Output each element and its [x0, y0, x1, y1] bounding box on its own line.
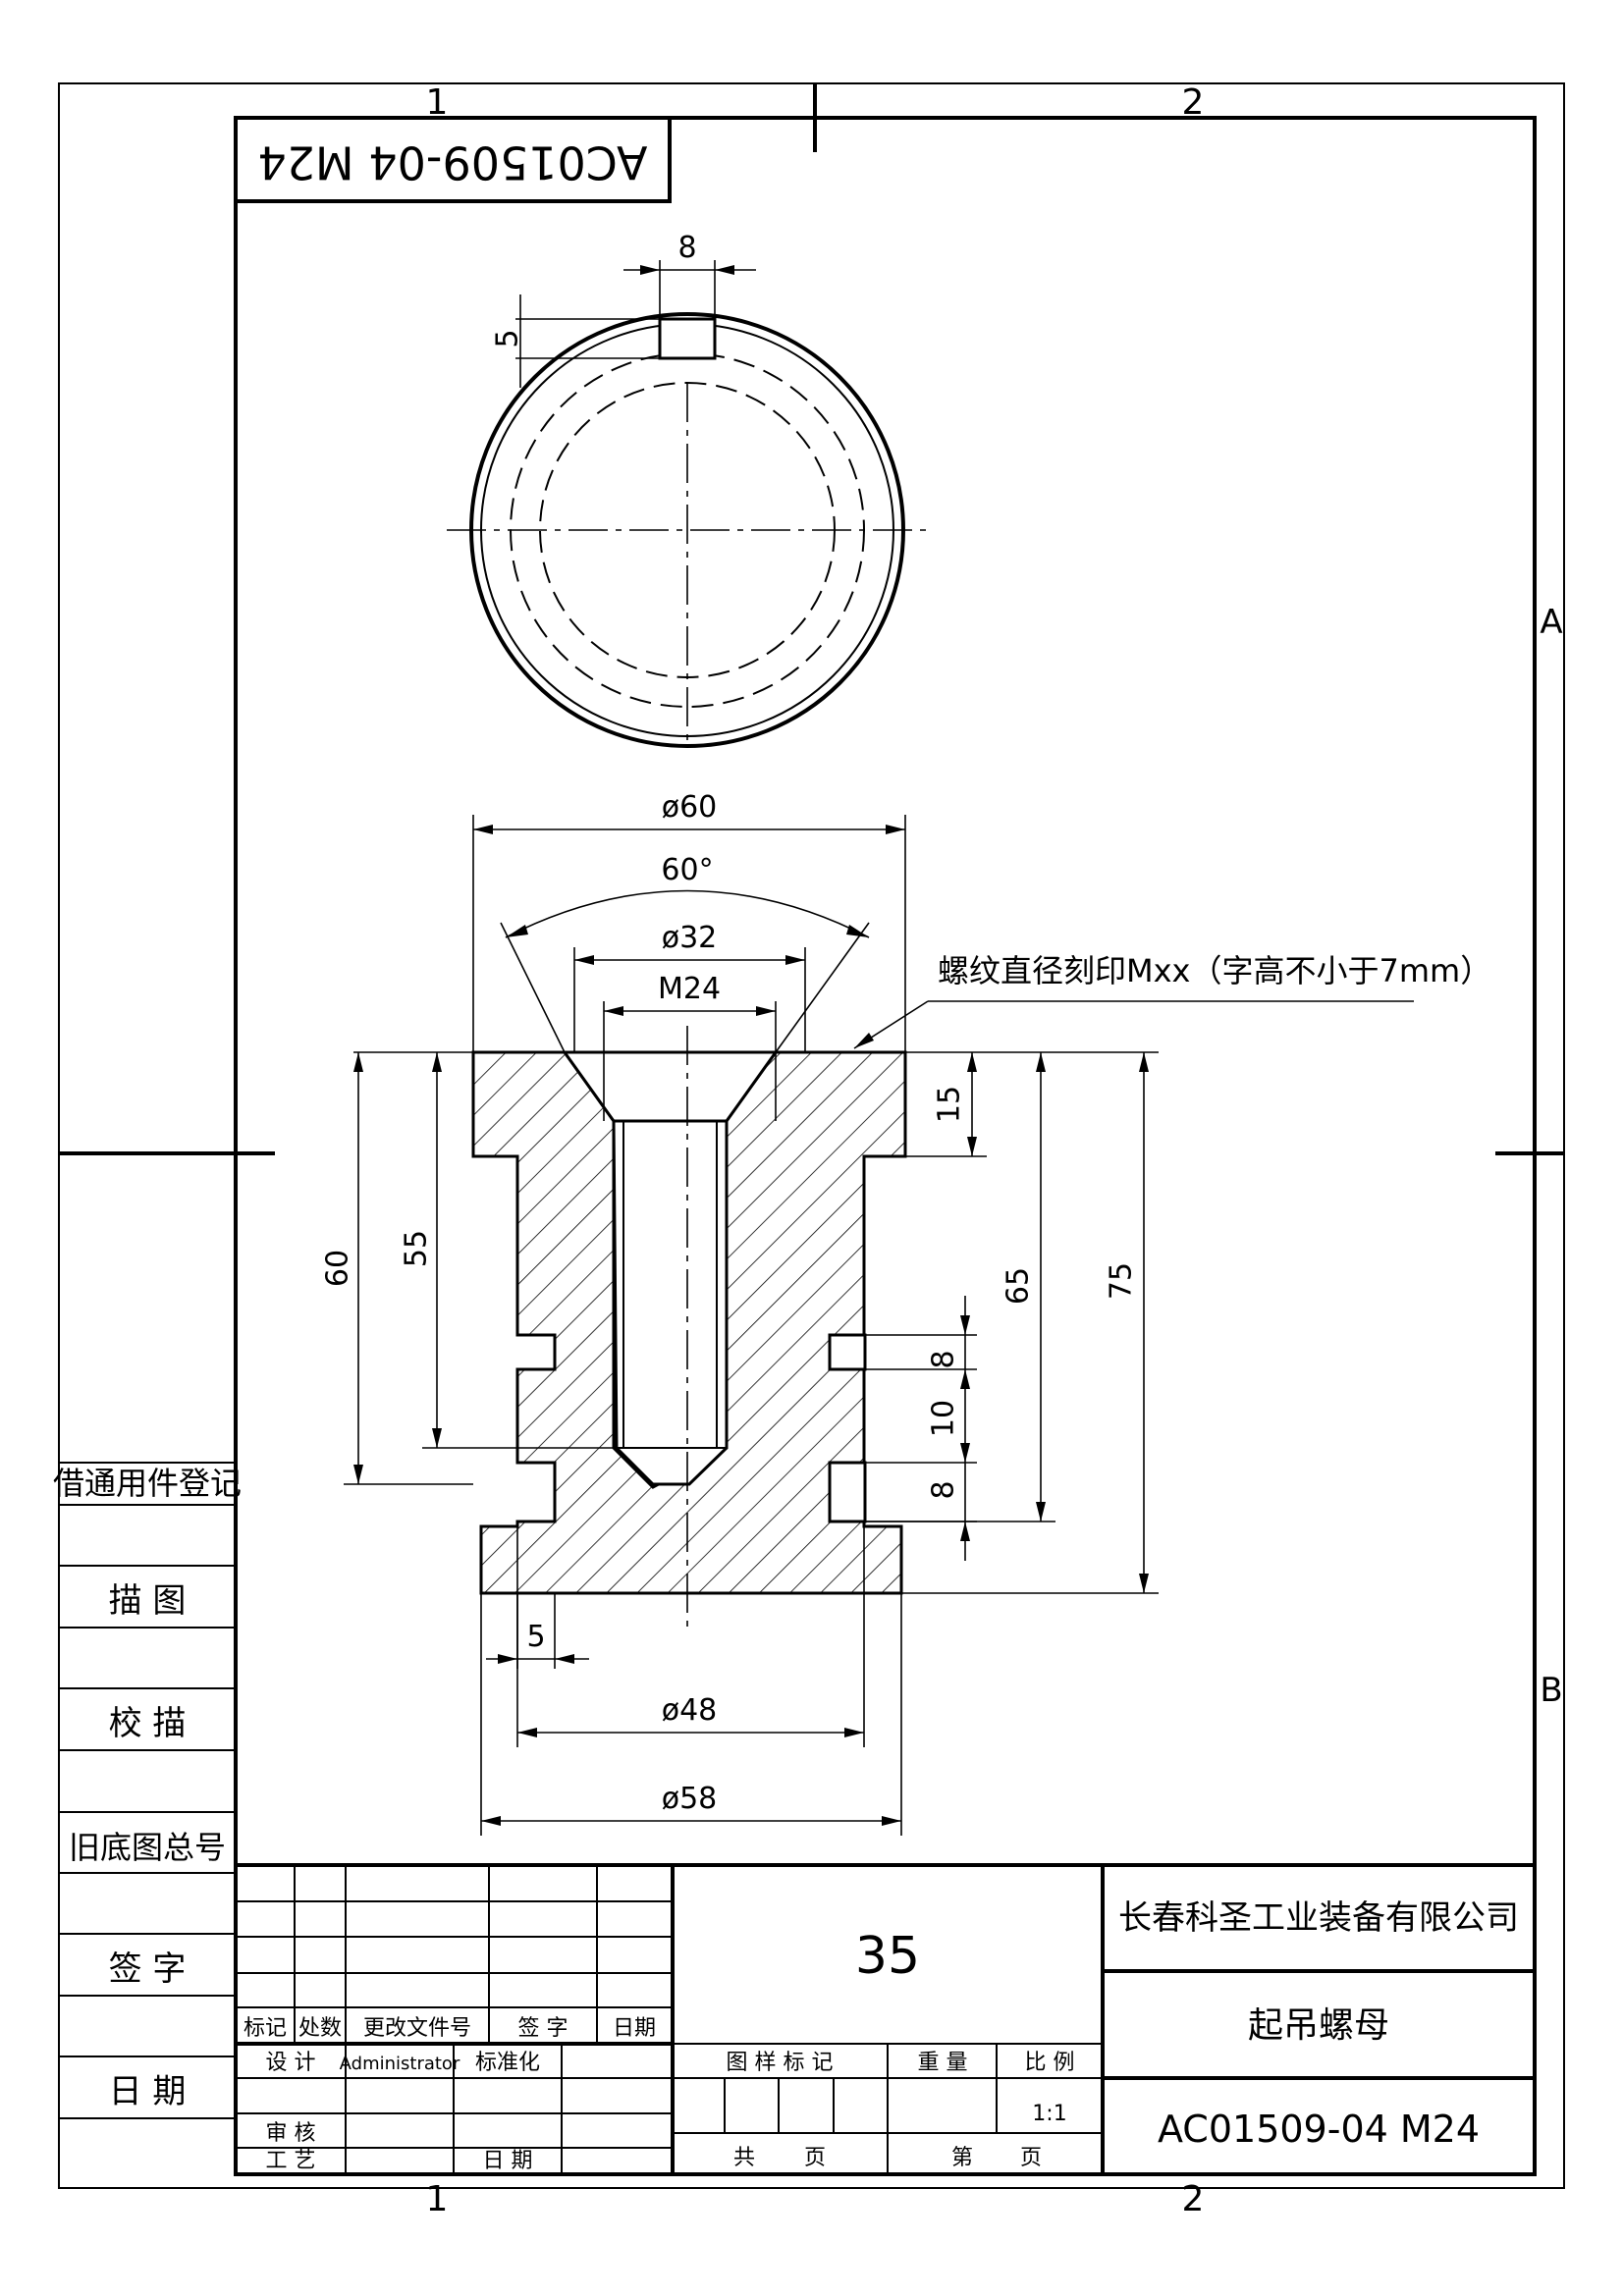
dim-base-dia: ø58 [662, 1782, 718, 1816]
sheet-page-label: 页 [1020, 2146, 1042, 2170]
section-view: ø60 60° ø32 M24 螺纹直径刻印Mxx（字高不小于7mm） 60 [321, 790, 1491, 1836]
dim-angle: 60° [661, 853, 713, 887]
rev-header-mark: 标记 [243, 2016, 287, 2041]
company-name: 长春科圣工业装备有限公司 [1118, 1898, 1519, 1938]
title-block: 标记 处数 更改文件号 签 字 日期 设 计 Administrator 标准化… [236, 1863, 1535, 2174]
side-label-date: 日 期 [109, 2072, 187, 2111]
sheet-frame [58, 82, 1565, 2189]
sheet-label: 第 [951, 2146, 973, 2170]
side-label-sign: 签 字 [109, 1949, 187, 1989]
rev-header-sign: 签 字 [518, 2016, 568, 2041]
zone-markers: 1 2 1 2 A B [426, 82, 1563, 2219]
zone-bottom-1: 1 [426, 2179, 449, 2219]
total-page-label: 页 [804, 2146, 826, 2170]
review-label: 审 核 [266, 2121, 316, 2146]
side-label-old-base: 旧底图总号 [69, 1829, 226, 1866]
dim-counterbore-dia: ø32 [662, 921, 718, 955]
zone-right-a: A [1540, 603, 1562, 642]
zone-right-b: B [1540, 1671, 1562, 1710]
designer-name: Administrator [340, 2054, 460, 2074]
dim-height-65: 65 [1001, 1267, 1036, 1305]
rev-header-docno: 更改文件号 [363, 2016, 471, 2041]
dim-groove-10: 10 [927, 1400, 961, 1437]
drawing-number-stamp: AC01509-04 M24 [234, 116, 672, 203]
dim-top-15: 15 [933, 1086, 967, 1123]
standardize-label: 标准化 [475, 2051, 540, 2075]
side-strip: 借通用件登记 描 图 校 描 旧底图总号 签 字 日 期 [53, 1462, 242, 2119]
side-label-borrow: 借通用件登记 [53, 1465, 242, 1502]
dim-outer-dia: ø60 [662, 790, 718, 825]
sample-mark-label: 图 样 标 记 [727, 2051, 834, 2075]
dim-height-75: 75 [1105, 1262, 1139, 1300]
stamp-text: AC01509-04 M24 [257, 136, 647, 189]
date-label: 日 期 [483, 2149, 533, 2173]
scale-value: 1:1 [1032, 2102, 1066, 2126]
dim-thread: M24 [658, 972, 721, 1006]
dim-slot-depth: 5 [491, 329, 525, 347]
zone-top-2: 2 [1182, 82, 1205, 123]
thread-bore [612, 1119, 729, 1486]
side-label-check: 校 描 [109, 1704, 187, 1743]
rev-header-date: 日期 [613, 2016, 656, 2041]
dim-groove-8b: 8 [927, 1480, 961, 1499]
process-label: 工 艺 [266, 2149, 316, 2173]
weight-label: 重 量 [918, 2051, 968, 2075]
scale-label: 比 例 [1025, 2051, 1075, 2075]
design-label: 设 计 [266, 2051, 316, 2075]
zone-bottom-2: 2 [1182, 2179, 1205, 2219]
drawing-number: AC01509-04 M24 [1158, 2108, 1480, 2151]
zone-top-1: 1 [426, 82, 449, 123]
rev-header-count: 处数 [298, 2016, 342, 2041]
top-view: 8 5 [447, 231, 928, 748]
part-name: 起吊螺母 [1248, 2005, 1389, 2046]
dim-slot-width: 8 [677, 231, 696, 265]
engraving-note: 螺纹直径刻印Mxx（字高不小于7mm） [938, 952, 1491, 989]
material: 35 [855, 1927, 920, 1986]
total-label: 共 [733, 2146, 755, 2170]
dim-height-60: 60 [321, 1250, 355, 1287]
dim-groove-8a: 8 [927, 1350, 961, 1368]
dim-height-55: 55 [400, 1230, 434, 1267]
side-label-trace: 描 图 [109, 1581, 187, 1621]
dim-flange-5: 5 [526, 1620, 545, 1654]
dim-groove-dia: ø48 [662, 1693, 718, 1728]
